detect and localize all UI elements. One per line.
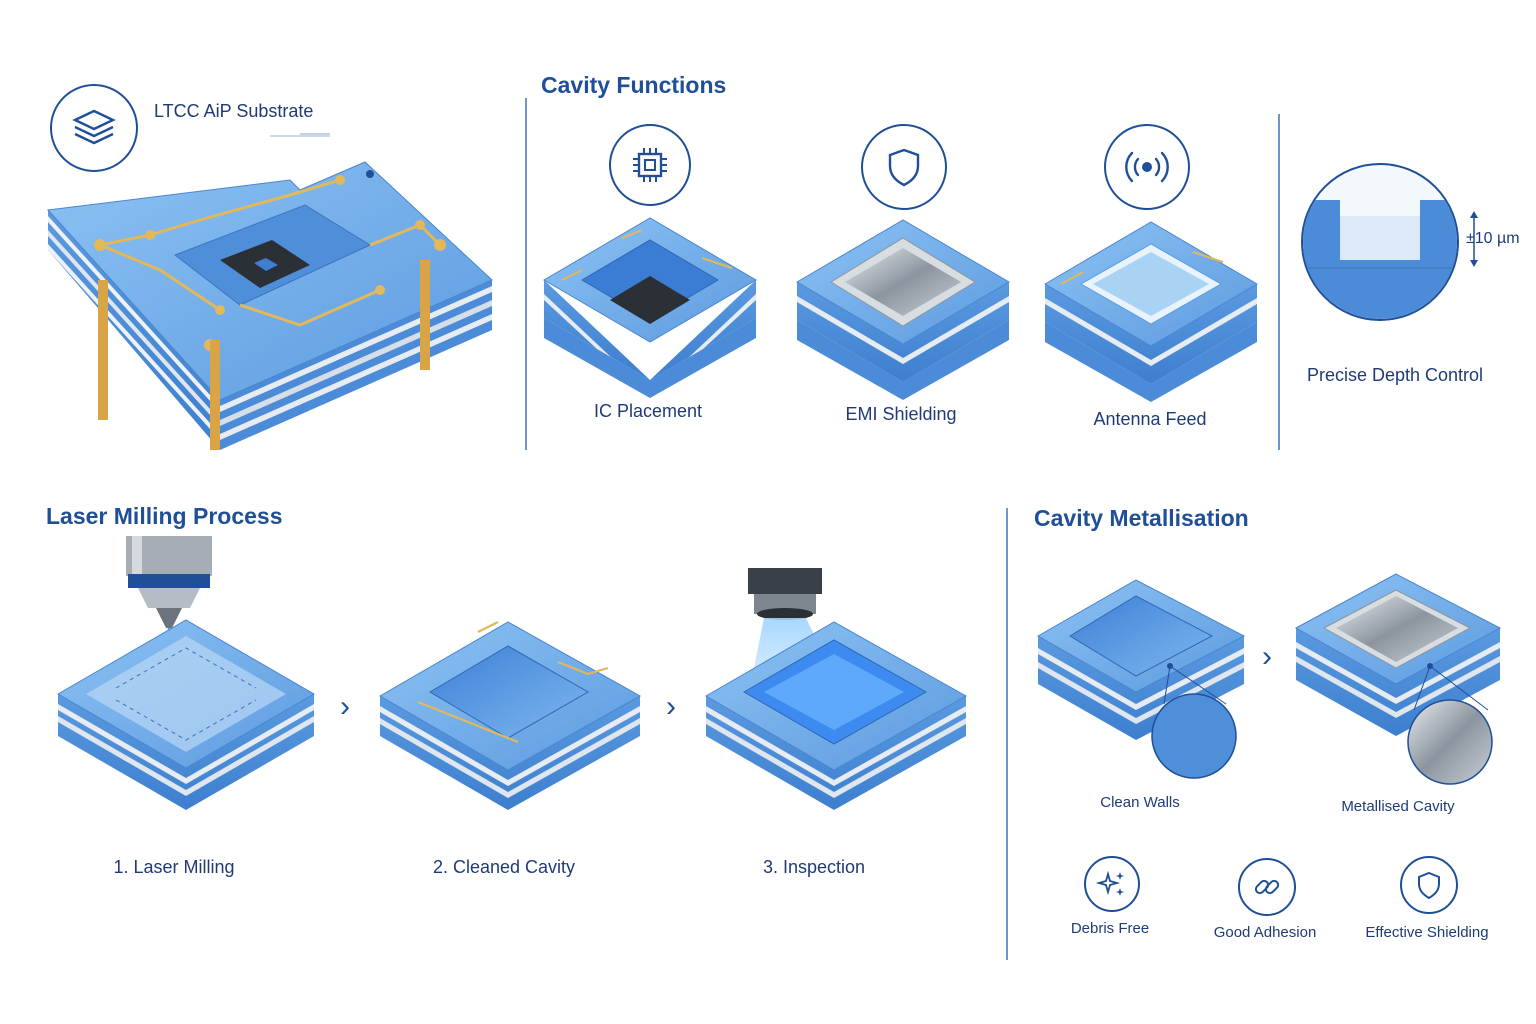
layers-icon <box>72 109 116 145</box>
substrate-icon-badge <box>50 84 138 172</box>
shield-icon <box>888 148 920 187</box>
depth-tolerance-label: ±10 µm <box>1466 230 1520 247</box>
cleaned-cavity-block <box>379 621 642 810</box>
debris-free-label: Debris Free <box>1070 920 1150 937</box>
laser-milling-title: Laser Milling Process <box>46 503 283 529</box>
cavity-functions-title: Cavity Functions <box>541 72 727 98</box>
clean-walls-magnifier <box>1151 663 1237 779</box>
link-icon <box>1254 879 1280 895</box>
inspection-step-label: 3. Inspection <box>762 857 866 877</box>
antenna-signal-icon <box>1125 151 1169 183</box>
effective-shielding-label: Effective Shielding <box>1365 924 1489 941</box>
antenna-feed-icon-badge <box>1104 124 1190 210</box>
antenna-feed-block <box>1044 221 1258 402</box>
shield-icon <box>1418 871 1440 900</box>
clean-walls-label: Clean Walls <box>1100 794 1180 811</box>
sparkle-icon <box>1096 870 1124 896</box>
emi-shielding-block <box>796 219 1010 400</box>
ic-placement-icon-badge <box>609 124 691 206</box>
step-arrow-1: › <box>340 690 350 723</box>
divider-top-left <box>525 98 527 450</box>
metallised-cavity-label: Metallised Cavity <box>1341 798 1455 815</box>
substrate-leader-line <box>270 133 330 137</box>
depth-control-label: Precise Depth Control <box>1306 365 1484 385</box>
antenna-feed-label: Antenna Feed <box>1093 409 1207 429</box>
ic-placement-block <box>543 217 757 398</box>
metallisation-arrow: › <box>1262 640 1272 673</box>
laser-milling-block <box>57 536 315 810</box>
metallisation-title: Cavity Metallisation <box>1034 505 1249 531</box>
depth-tolerance-arrow <box>1470 211 1478 267</box>
ic-placement-label: IC Placement <box>593 401 703 421</box>
good-adhesion-icon-badge <box>1238 858 1296 916</box>
good-adhesion-label: Good Adhesion <box>1213 924 1317 941</box>
debris-free-icon-badge <box>1084 856 1140 912</box>
step-arrow-2: › <box>666 690 676 723</box>
metallised-magnifier <box>1407 663 1493 785</box>
divider-top-right <box>1278 114 1280 450</box>
laser-milling-step-label: 1. Laser Milling <box>113 857 235 877</box>
substrate-label: LTCC AiP Substrate <box>154 101 314 121</box>
emi-shielding-label: EMI Shielding <box>845 404 957 424</box>
emi-shielding-icon-badge <box>861 124 947 210</box>
substrate-stack <box>46 161 493 450</box>
metallised-cavity-block <box>1294 573 1502 736</box>
chip-icon <box>633 148 667 182</box>
effective-shielding-icon-badge <box>1400 856 1458 914</box>
inspection-block <box>705 568 968 810</box>
depth-control-magnifier <box>1301 163 1459 321</box>
divider-bottom <box>1006 508 1008 960</box>
cleaned-cavity-step-label: 2. Cleaned Cavity <box>432 857 576 877</box>
